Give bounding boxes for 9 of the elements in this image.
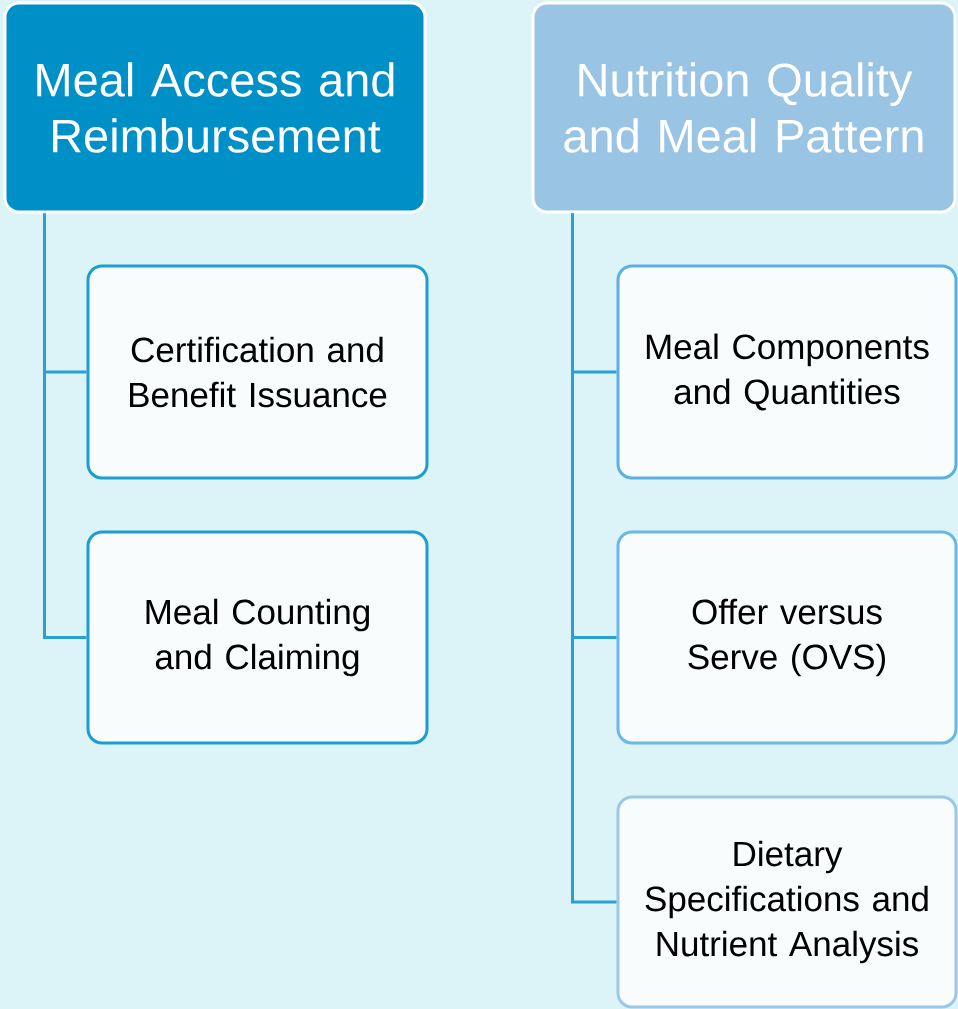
topic-box: Offer versus Serve (OVS) xyxy=(616,530,958,745)
topic-box: Meal Counting and Claiming xyxy=(86,530,429,745)
topic-box: Dietary Specifications and Nutrient Analysis xyxy=(616,795,958,1009)
topic-box: Certification and Benefit Issuance xyxy=(86,264,429,480)
category-header: Meal Access and Reimbursement xyxy=(3,1,427,214)
category-header: Nutrition Quality and Meal Pattern xyxy=(531,1,957,214)
topic-box: Meal Components and Quantities xyxy=(616,264,958,480)
connector-line xyxy=(43,213,87,639)
connector-line xyxy=(571,213,617,904)
